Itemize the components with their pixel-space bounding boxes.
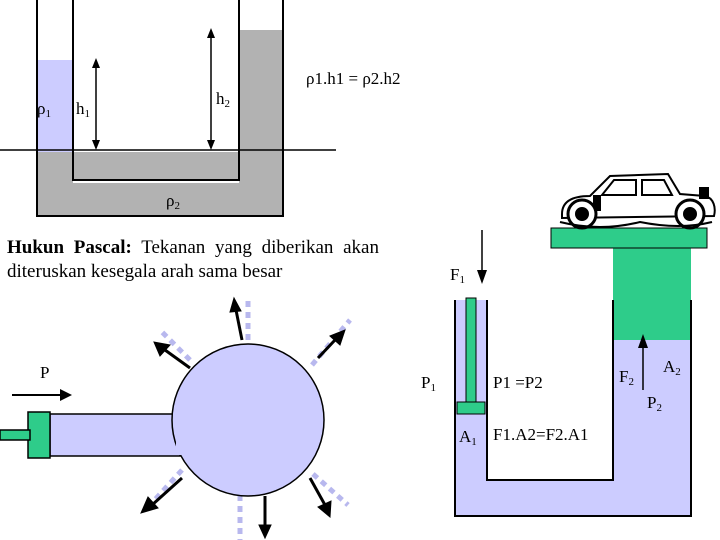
p-label: P <box>40 363 50 382</box>
pascal-sphere-diagram <box>0 296 352 540</box>
u-tube-left-light-fluid <box>37 60 73 152</box>
small-piston-rod <box>465 297 477 405</box>
lift-platform <box>550 227 708 249</box>
pascal-title: Hukun Pascal: <box>7 237 132 258</box>
hydraulic-inner-wall <box>486 300 614 481</box>
u-tube <box>0 0 336 217</box>
pascal-body: Tekanan yang diberikan akan diteruskan k… <box>7 237 379 282</box>
p2-label: P2 <box>647 393 662 414</box>
f1-label: F1 <box>450 265 465 286</box>
f2-label: F2 <box>619 367 634 388</box>
pascal-law-text: Hukun Pascal: Tekanan yang diberikan aka… <box>7 236 379 284</box>
a1-label: A1 <box>459 427 477 448</box>
sphere <box>171 343 325 497</box>
force-equation: F1.A2=F2.A1 <box>493 425 589 444</box>
p1-label: P1 <box>421 373 436 394</box>
hydraulic-lift <box>454 172 716 517</box>
hydraulic-outer-wall <box>454 300 692 517</box>
rho2-label: ρ2 <box>166 191 180 212</box>
a2-label: A2 <box>663 357 681 378</box>
dashed-ray-icon <box>148 300 352 540</box>
pressure-equation: P1 =P2 <box>493 373 543 392</box>
arrow-icon <box>140 296 346 540</box>
piston-rod <box>0 429 31 441</box>
u-tube-inner-wall <box>72 0 240 181</box>
cylinder <box>49 413 181 457</box>
small-piston <box>456 401 486 415</box>
h1-label: h1 <box>76 99 90 120</box>
large-piston <box>613 248 691 340</box>
rho1-label: ρ1 <box>37 99 51 120</box>
h2-label: h2 <box>216 89 230 110</box>
piston <box>27 411 51 459</box>
car-icon <box>559 172 716 230</box>
u-tube-outer-wall <box>36 0 284 217</box>
u-tube-bottom-fluid <box>37 152 283 216</box>
utube-equation: ρ1.h1 = ρ2.h2 <box>306 69 401 88</box>
u-tube-right-fluid <box>239 30 283 160</box>
